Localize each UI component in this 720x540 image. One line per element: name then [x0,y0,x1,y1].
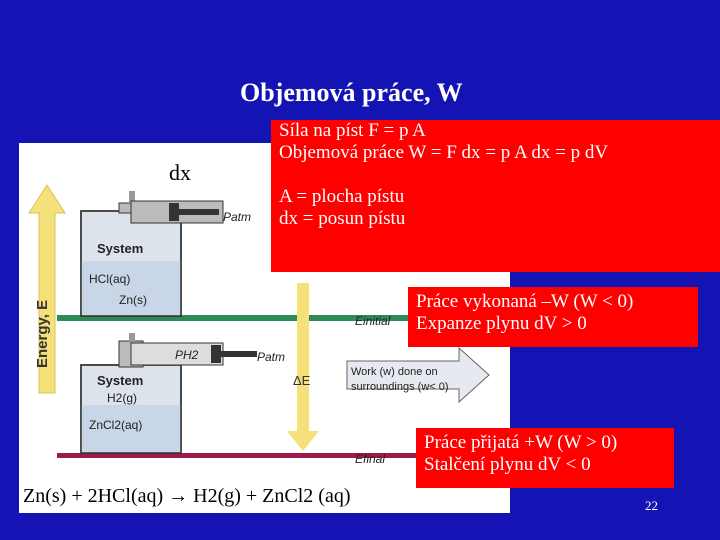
work-received-box: Práce přijatá +W (W > 0) Stalčení plynu … [416,428,674,488]
force-volume-work-box: Síla na píst F = p A Objemová práce W = … [271,120,720,272]
system1-hcl: HCl(aq) [89,272,130,286]
work-label-line2: surroundings (w< 0) [351,381,449,393]
system2-label: System [97,373,143,388]
energy-axis-label: Energy, E [34,300,51,368]
final-energy-line [57,453,510,458]
reaction-equation: Zn(s) + 2HCl(aq) → H2(g) + ZnCl2 (aq) [23,485,351,507]
energy-diagram: Energy, E ΔE System HCl(aq) Zn(s) Patm [28,184,510,466]
patm-label-2: Patm [257,350,285,364]
system2-zncl2: ZnCl2(aq) [89,418,142,432]
page-number: 22 [645,498,658,513]
delta-e-label: ΔE [293,373,311,388]
patm-label-1: Patm [223,210,251,224]
system1-zn: Zn(s) [119,293,147,307]
delta-e-arrow [287,283,319,451]
system2-h2: H2(g) [107,391,137,405]
slide-title: Objemová práce, W [240,78,463,107]
system1-label: System [97,241,143,256]
box1-line2: Objemová práce W = F dx = p A dx = p dV [279,142,609,163]
work-done-box: Práce vykonaná –W (W < 0) Expanze plynu … [408,287,698,347]
system1-flask: System HCl(aq) Zn(s) [80,191,224,317]
box1-line4: dx = posun pístu [279,208,406,229]
box3-line1: Práce přijatá +W (W > 0) [424,432,618,453]
work-arrow [346,346,490,404]
energy-axis-arrow [28,184,66,394]
box3-line2: Stalčení plynu dV < 0 [424,454,591,475]
box2-line2: Expanze plynu dV > 0 [416,313,587,334]
e-initial-label: Einitial [355,314,391,328]
work-label-line1: Work (w) done on [351,366,438,378]
box1-line1: Síla na píst F = p A [279,120,426,141]
e-final-label: Efinal [355,452,385,466]
box1-line3: A = plocha pístu [279,186,405,207]
system2-flask: System H2(g) ZnCl2(aq) [80,333,257,454]
box2-line1: Práce vykonaná –W (W < 0) [416,291,634,312]
ph2-label: PH2 [175,348,199,362]
box1-spacer [279,164,712,186]
initial-energy-line [57,315,510,321]
dx-label: dx [169,160,191,185]
